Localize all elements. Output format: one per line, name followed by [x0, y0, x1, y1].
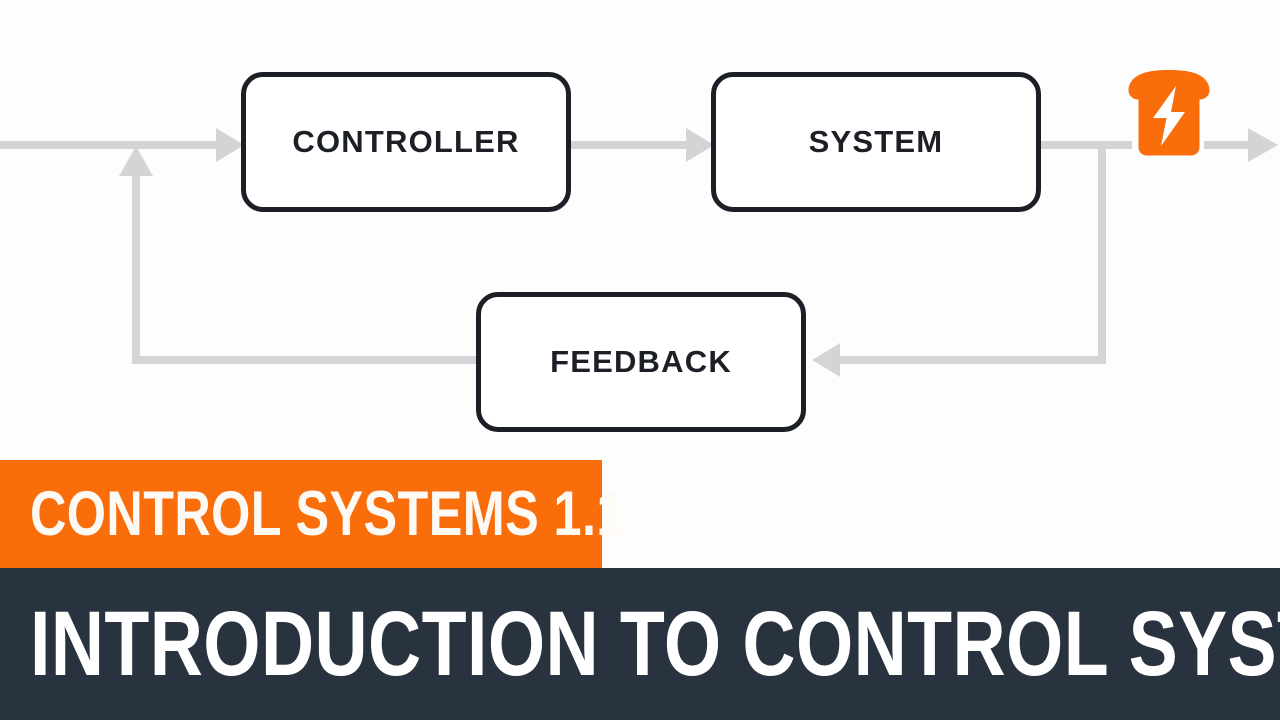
course-banner-label: CONTROL SYSTEMS 1.1	[30, 478, 625, 549]
course-banner: CONTROL SYSTEMS 1.1	[0, 460, 624, 568]
block-system-label: SYSTEM	[808, 124, 944, 159]
feedback-return-path	[840, 145, 1106, 364]
input-arrowhead	[216, 128, 244, 162]
block-system[interactable]: SYSTEM	[711, 72, 1041, 212]
block-controller-label: CONTROLLER	[292, 124, 520, 159]
title-banner: INTRODUCTION TO CONTROL SYSTEMS	[0, 568, 1280, 720]
block-controller[interactable]: CONTROLLER	[241, 72, 571, 212]
toast-lightning-logo-icon	[1128, 68, 1210, 156]
controller-to-system-arrowhead	[686, 128, 714, 162]
block-diagram-connections	[0, 128, 1278, 377]
lightning-bolt-glyph	[1153, 86, 1185, 146]
summing-arrowhead	[119, 146, 153, 176]
block-feedback[interactable]: FEEDBACK	[476, 292, 806, 432]
block-feedback-label: FEEDBACK	[550, 344, 732, 379]
slide-title: INTRODUCTION TO CONTROL SYSTEMS	[30, 593, 1280, 695]
feedback-to-summing-path	[132, 176, 476, 364]
output-arrowhead	[1248, 128, 1278, 162]
feedback-input-arrowhead	[812, 343, 840, 377]
